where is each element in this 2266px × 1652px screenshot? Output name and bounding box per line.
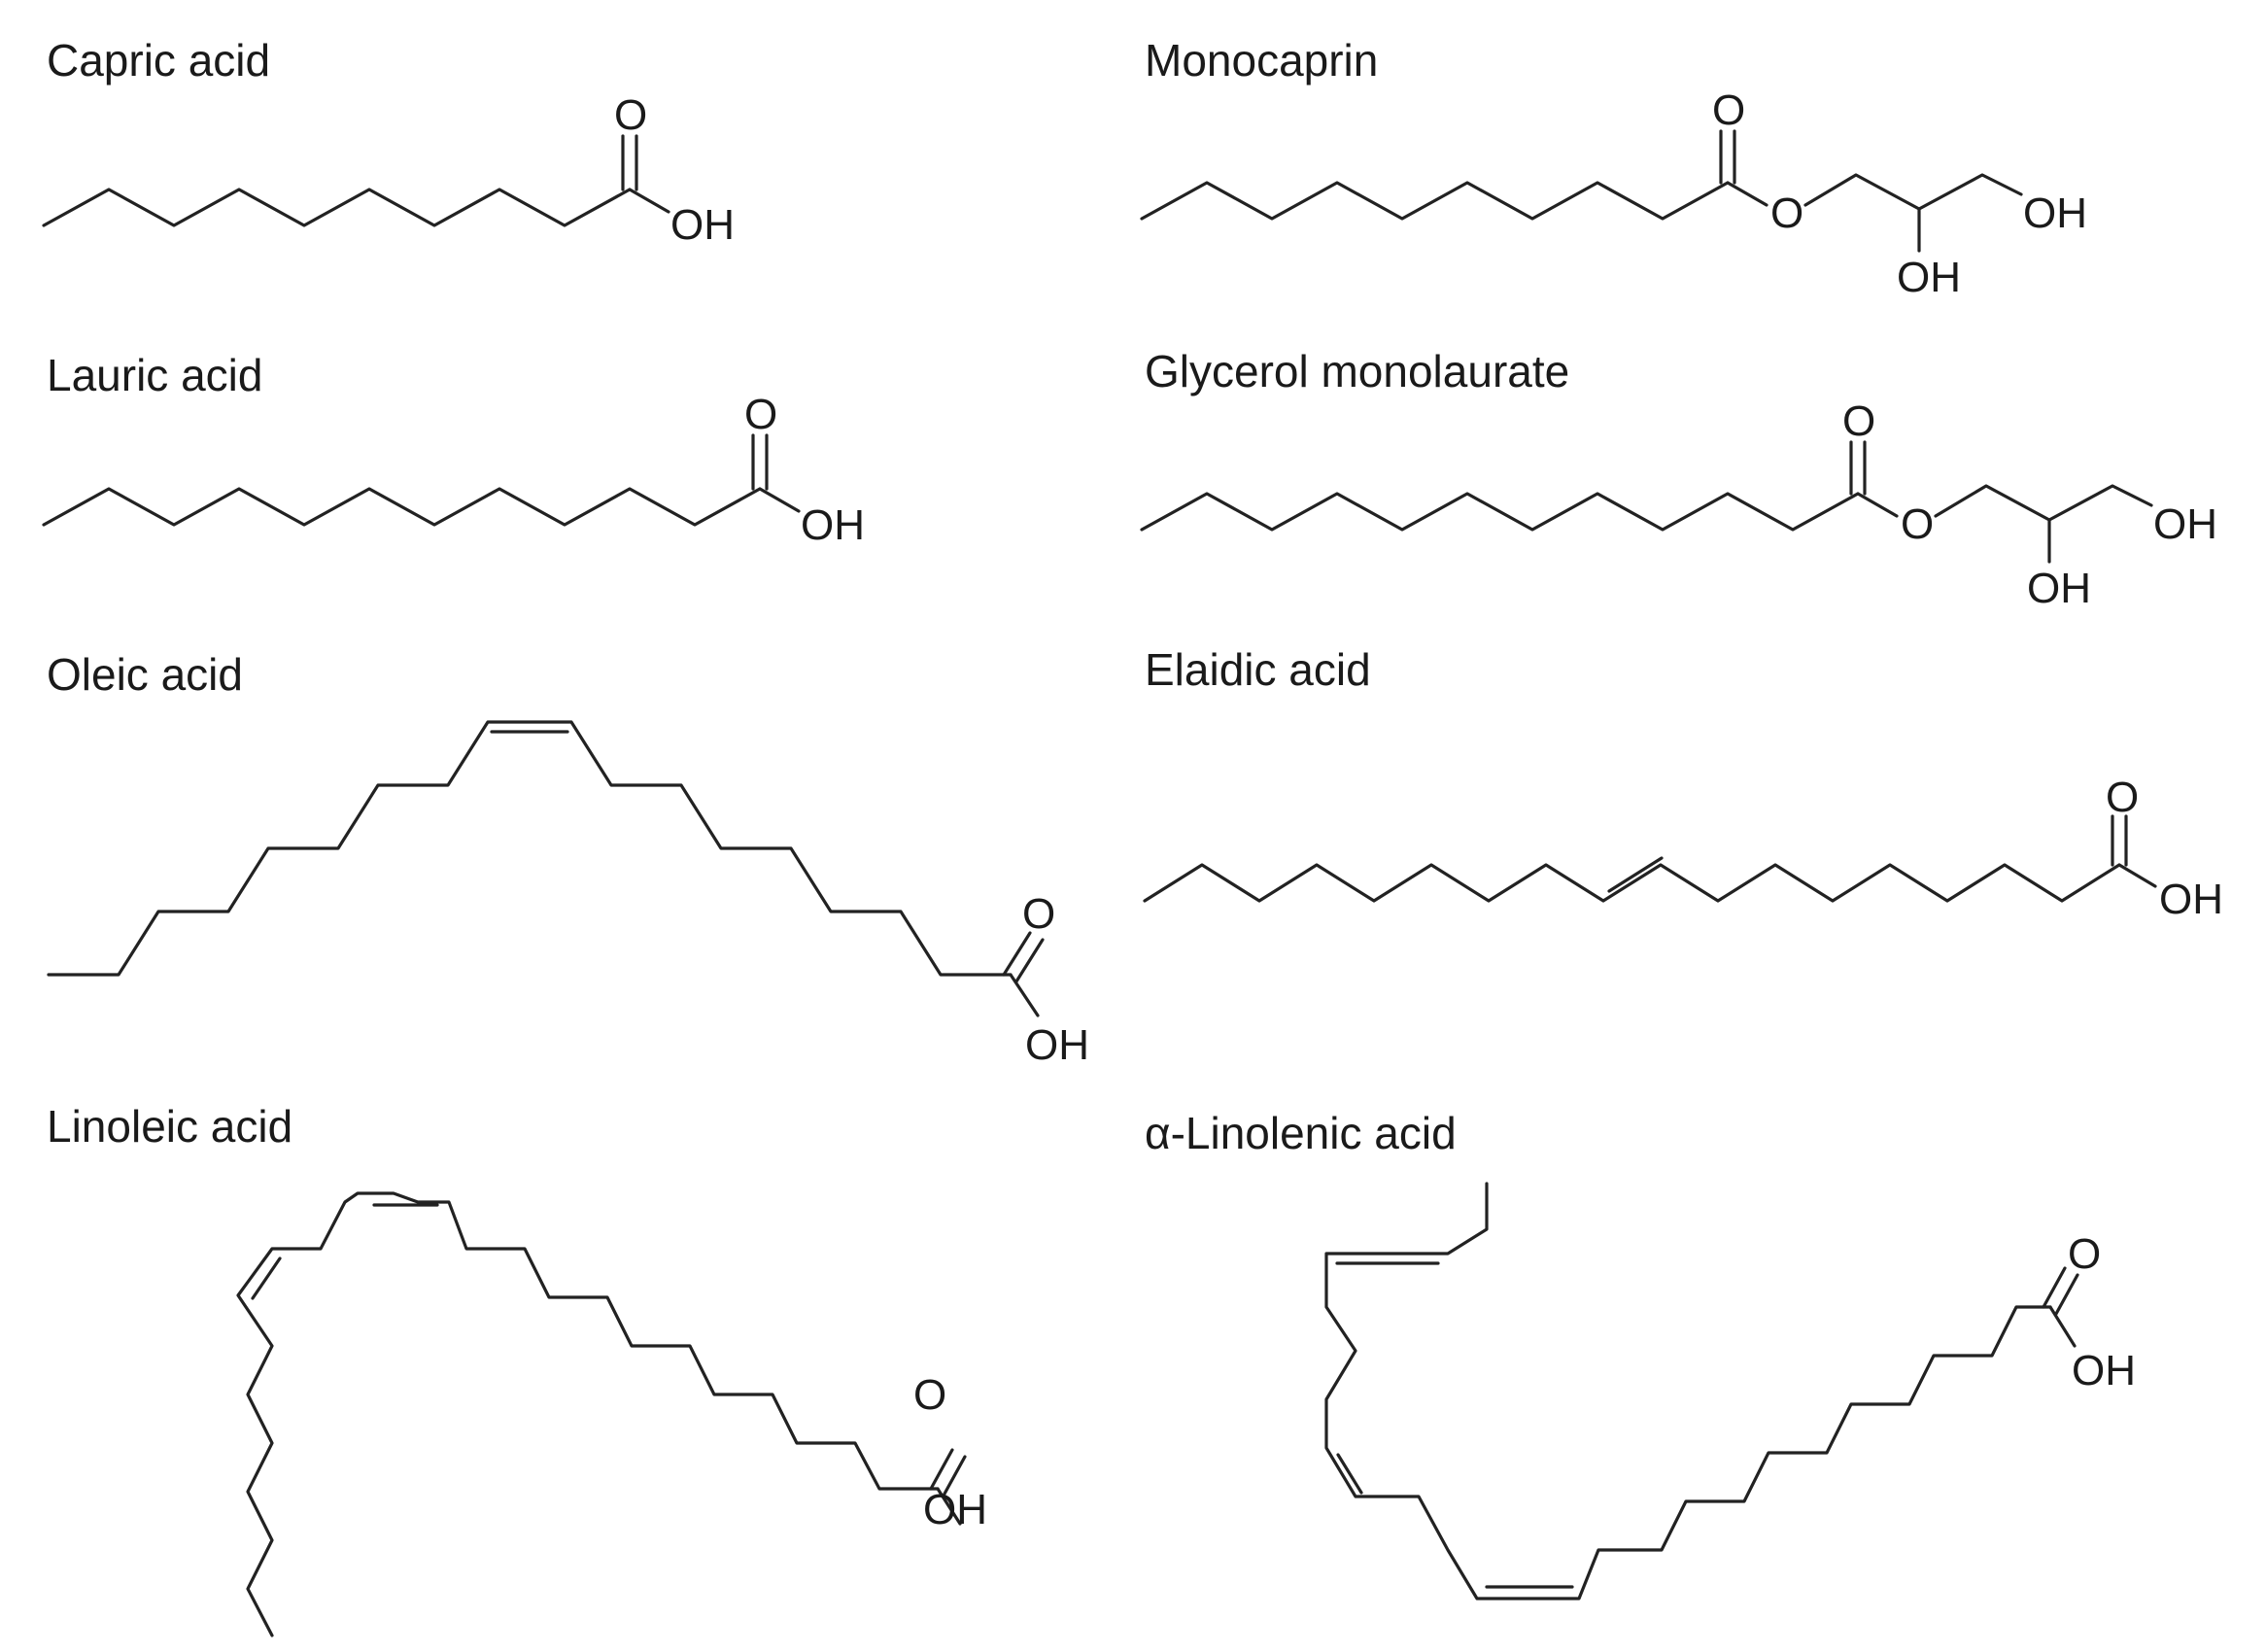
hydroxyl-bond <box>2048 1305 2077 1348</box>
carbonyl-bond <box>942 1455 967 1497</box>
oxygen-atom: O <box>1842 397 1875 445</box>
hydroxyl-group: OH <box>2027 565 2091 612</box>
ester-bond <box>1726 181 1768 207</box>
ester-oxygen: O <box>1901 500 1934 548</box>
glycerol-chain <box>1934 484 2153 522</box>
molecule-name: Elaidic acid <box>1145 644 1371 695</box>
oxygen-atom: O <box>614 91 647 139</box>
carbon-chain <box>42 487 762 527</box>
oxygen-atom: O <box>744 391 777 438</box>
carbonyl-bond <box>1014 938 1045 983</box>
carbonyl-bond <box>2054 1273 2079 1316</box>
hydroxyl-bond <box>2117 863 2157 888</box>
molecule-oleic-acid: Oleic acid O OH <box>47 649 1089 1069</box>
carbon-chain <box>47 720 1013 977</box>
oxygen-atom: O <box>1022 890 1055 938</box>
carbon-chain <box>1324 1182 2052 1600</box>
molecule-linoleic-acid: Linoleic acid O OH <box>47 1101 987 1637</box>
carbon-chain <box>1143 863 2121 903</box>
molecule-name: Glycerol monolaurate <box>1145 346 1569 396</box>
molecule-name: Lauric acid <box>47 350 262 400</box>
glycerol-chain <box>1803 173 2023 211</box>
ester-oxygen: O <box>1770 189 1803 237</box>
cis-double-bond <box>251 1256 282 1300</box>
carbonyl-bond <box>929 1448 954 1491</box>
molecule-name: Linoleic acid <box>47 1101 292 1152</box>
oxygen-atom: O <box>2068 1230 2101 1278</box>
ester-bond <box>1856 492 1899 518</box>
molecule-glycerol-monolaurate: Glycerol monolaurate O O OH OH <box>1140 346 2217 612</box>
carbon-chain <box>42 188 632 227</box>
hydroxyl-bond <box>628 188 670 214</box>
hydroxyl-group: OH <box>2153 500 2217 548</box>
molecule-lauric-acid: Lauric acid O OH <box>42 350 865 549</box>
carbon-chain <box>236 1191 940 1637</box>
hydroxyl-group: OH <box>2023 189 2087 237</box>
cis-double-bond <box>1336 1453 1363 1495</box>
molecule-name: Monocaprin <box>1145 35 1378 86</box>
oxygen-atom: O <box>913 1371 946 1419</box>
carbonyl-bond <box>1002 931 1032 977</box>
molecule-name: Capric acid <box>47 35 270 86</box>
hydroxyl-bond <box>758 487 801 513</box>
trans-double-bond <box>1607 856 1664 893</box>
carbon-chain <box>1140 181 1730 221</box>
hydroxyl-group: OH <box>2159 876 2223 923</box>
oxygen-atom: O <box>1712 86 1745 134</box>
carbonyl-bond <box>2042 1266 2067 1309</box>
hydroxyl-group: OH <box>923 1486 987 1533</box>
hydroxyl-group: OH <box>801 501 865 549</box>
molecule-monocaprin: Monocaprin O O OH OH <box>1140 35 2087 301</box>
molecule-capric-acid: Capric acid O OH <box>42 35 735 249</box>
hydroxyl-bond <box>936 1487 962 1526</box>
hydroxyl-group: OH <box>1897 254 1961 301</box>
hydroxyl-group: OH <box>2072 1347 2136 1394</box>
molecule-name: Oleic acid <box>47 649 243 700</box>
molecule-alpha-linolenic-acid: α-Linolenic acid O OH <box>1145 1108 2136 1600</box>
hydroxyl-group: OH <box>670 201 735 249</box>
molecule-name: α-Linolenic acid <box>1145 1108 1457 1158</box>
hydroxyl-group: OH <box>1025 1021 1089 1069</box>
oxygen-atom: O <box>2106 774 2139 821</box>
molecule-elaidic-acid: Elaidic acid O OH <box>1143 644 2223 923</box>
carbon-chain <box>1140 492 1860 532</box>
hydroxyl-bond <box>1009 973 1040 1017</box>
